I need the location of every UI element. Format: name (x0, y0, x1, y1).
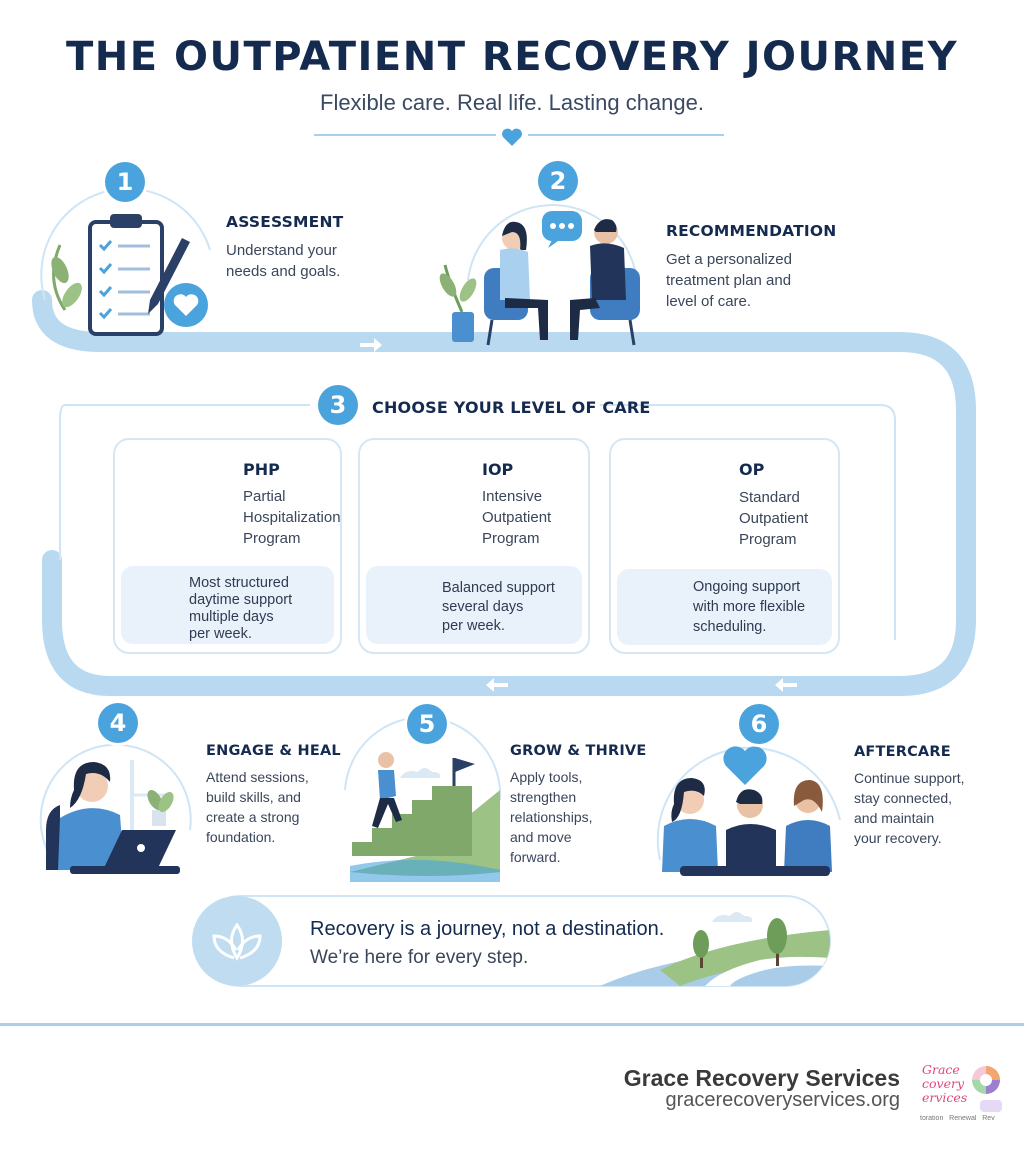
step-5-description: Apply tools, strengthen relationships, a… (510, 769, 593, 865)
step-6-title: AFTERCARE (854, 744, 951, 760)
step-1-description: Understand your needs and goals. (226, 242, 341, 280)
care-card-code: PHP (243, 460, 280, 479)
step-6-description: Continue support, stay connected, and ma… (854, 770, 965, 846)
care-card-detail: Balanced support several days per week. (366, 566, 582, 644)
laptop-session-illustration (39, 743, 192, 874)
step-5-badge: 5 (407, 704, 447, 744)
care-card-php[interactable]: PHP Partial Hospitalization Program Most… (113, 438, 342, 654)
step-4-description: Attend sessions, build skills, and creat… (206, 769, 309, 845)
step-3-badge: 3 (318, 385, 358, 425)
care-card-name: Intensive Outpatient Program (482, 488, 552, 547)
path-arrow-icon (486, 678, 797, 692)
banner-subline: We’re here for every step. (310, 947, 529, 968)
brand-logo (972, 1066, 1002, 1112)
header-divider (314, 128, 724, 146)
step-2-title: RECOMMENDATION (666, 222, 837, 240)
path-arrow-icon (360, 338, 382, 352)
banner-frame (192, 895, 831, 987)
step-1-badge: 1 (105, 162, 145, 202)
step-3-title: CHOOSE YOUR LEVEL OF CARE (372, 398, 651, 417)
care-card-code: OP (739, 460, 765, 479)
step-1-title: ASSESSMENT (226, 213, 344, 231)
lotus-icon (212, 922, 262, 961)
page-title: THE OUTPATIENT RECOVERY JOURNEY (65, 34, 959, 80)
care-card-detail: Most structured daytime support multiple… (121, 566, 334, 644)
step-4-title: ENGAGE & HEAL (206, 743, 341, 759)
step-2-badge: 2 (538, 161, 578, 201)
care-card-op[interactable]: OP Standard Outpatient Program Ongoing s… (609, 438, 840, 654)
brand-logo-script: Grace covery ervices (922, 1063, 968, 1105)
care-card-name: Partial Hospitalization Program (243, 488, 341, 547)
support-group-illustration (656, 746, 841, 876)
care-card-code: IOP (482, 460, 514, 479)
banner-headline: Recovery is a journey, not a destination… (310, 918, 665, 940)
care-card-detail: Ongoing support with more flexible sched… (617, 569, 832, 645)
care-card-iop[interactable]: IOP Intensive Outpatient Program Balance… (358, 438, 590, 654)
step-2-description: Get a personalized treatment plan and le… (666, 251, 792, 310)
page-subtitle: Flexible care. Real life. Lasting change… (320, 90, 704, 115)
heart-icon (723, 746, 767, 785)
journey-path (32, 290, 976, 696)
footer-divider (0, 1023, 1024, 1026)
heart-icon (173, 294, 199, 316)
step-6-badge: 6 (739, 704, 779, 744)
brand-logo-tagline: toration Renewal Rev (920, 1115, 995, 1122)
counseling-illustration (439, 204, 640, 346)
stairs-flag-illustration (344, 716, 502, 882)
brand-url[interactable]: gracerecoveryservices.org (665, 1089, 900, 1111)
clipboard-icon (40, 187, 211, 336)
step-5-title: GROW & THRIVE (510, 743, 647, 759)
heart-icon (502, 128, 522, 146)
brand-name: Grace Recovery Services (623, 1065, 900, 1091)
landscape-illustration (600, 912, 830, 986)
care-card-name: Standard Outpatient Program (739, 489, 809, 548)
step-4-badge: 4 (98, 703, 138, 743)
